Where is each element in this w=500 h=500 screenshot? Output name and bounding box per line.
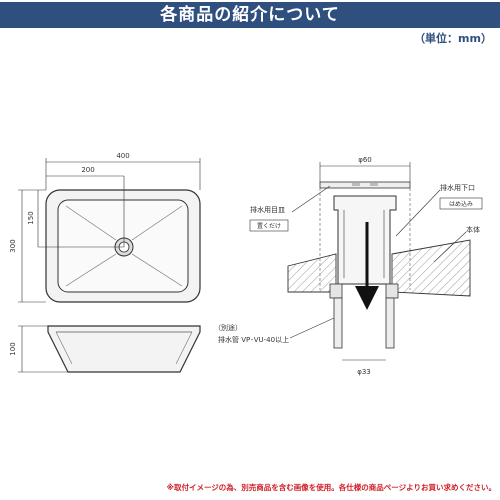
label-basin-body: 本体	[466, 225, 480, 234]
basin-body-section	[287, 253, 337, 293]
dim-top-label: φ60	[358, 156, 372, 164]
basin-plan-view	[38, 176, 201, 303]
drain-lower-body	[333, 195, 397, 285]
label-separate: （別途）	[214, 323, 242, 332]
footer-note: ※取付イメージの為、別売商品を含む画像を使用。各仕様の商品ページよりお買い求めく…	[166, 483, 496, 492]
label-drain-cap-note: 置くだけ	[257, 223, 281, 230]
lower-note-box	[439, 197, 483, 210]
dim-width-label: 400	[116, 152, 129, 160]
label-drain-pipe: 排水管 VP･VU-40以上	[218, 335, 289, 344]
dim-depth-label: 300	[9, 239, 17, 252]
drain-cap	[319, 181, 411, 189]
label-drain-cap: 排水用目皿	[250, 205, 285, 214]
drain-section-view: φ60 φ33 排水用目皿 置くだけ	[214, 156, 483, 376]
basin-side-view: 100	[9, 325, 201, 373]
cap-note-box	[249, 219, 289, 232]
basin-side-profile	[47, 325, 201, 373]
dim-half-depth-label: 150	[27, 211, 35, 224]
label-drain-lower-note: はめ込み	[449, 200, 473, 208]
label-drain-lower: 排水用下口	[440, 183, 475, 192]
dim-half-width-label: 200	[81, 166, 94, 174]
header-bar: 各商品の紹介について	[0, 2, 500, 28]
basin-dimensions: 400 200 300 150	[9, 152, 201, 303]
dim-bottom-label: φ33	[357, 368, 371, 376]
unit-label: （単位：mm）	[414, 32, 492, 45]
dim-height-label: 100	[9, 342, 17, 355]
drain-pipe	[333, 297, 343, 349]
page-title: 各商品の紹介について	[160, 5, 340, 25]
